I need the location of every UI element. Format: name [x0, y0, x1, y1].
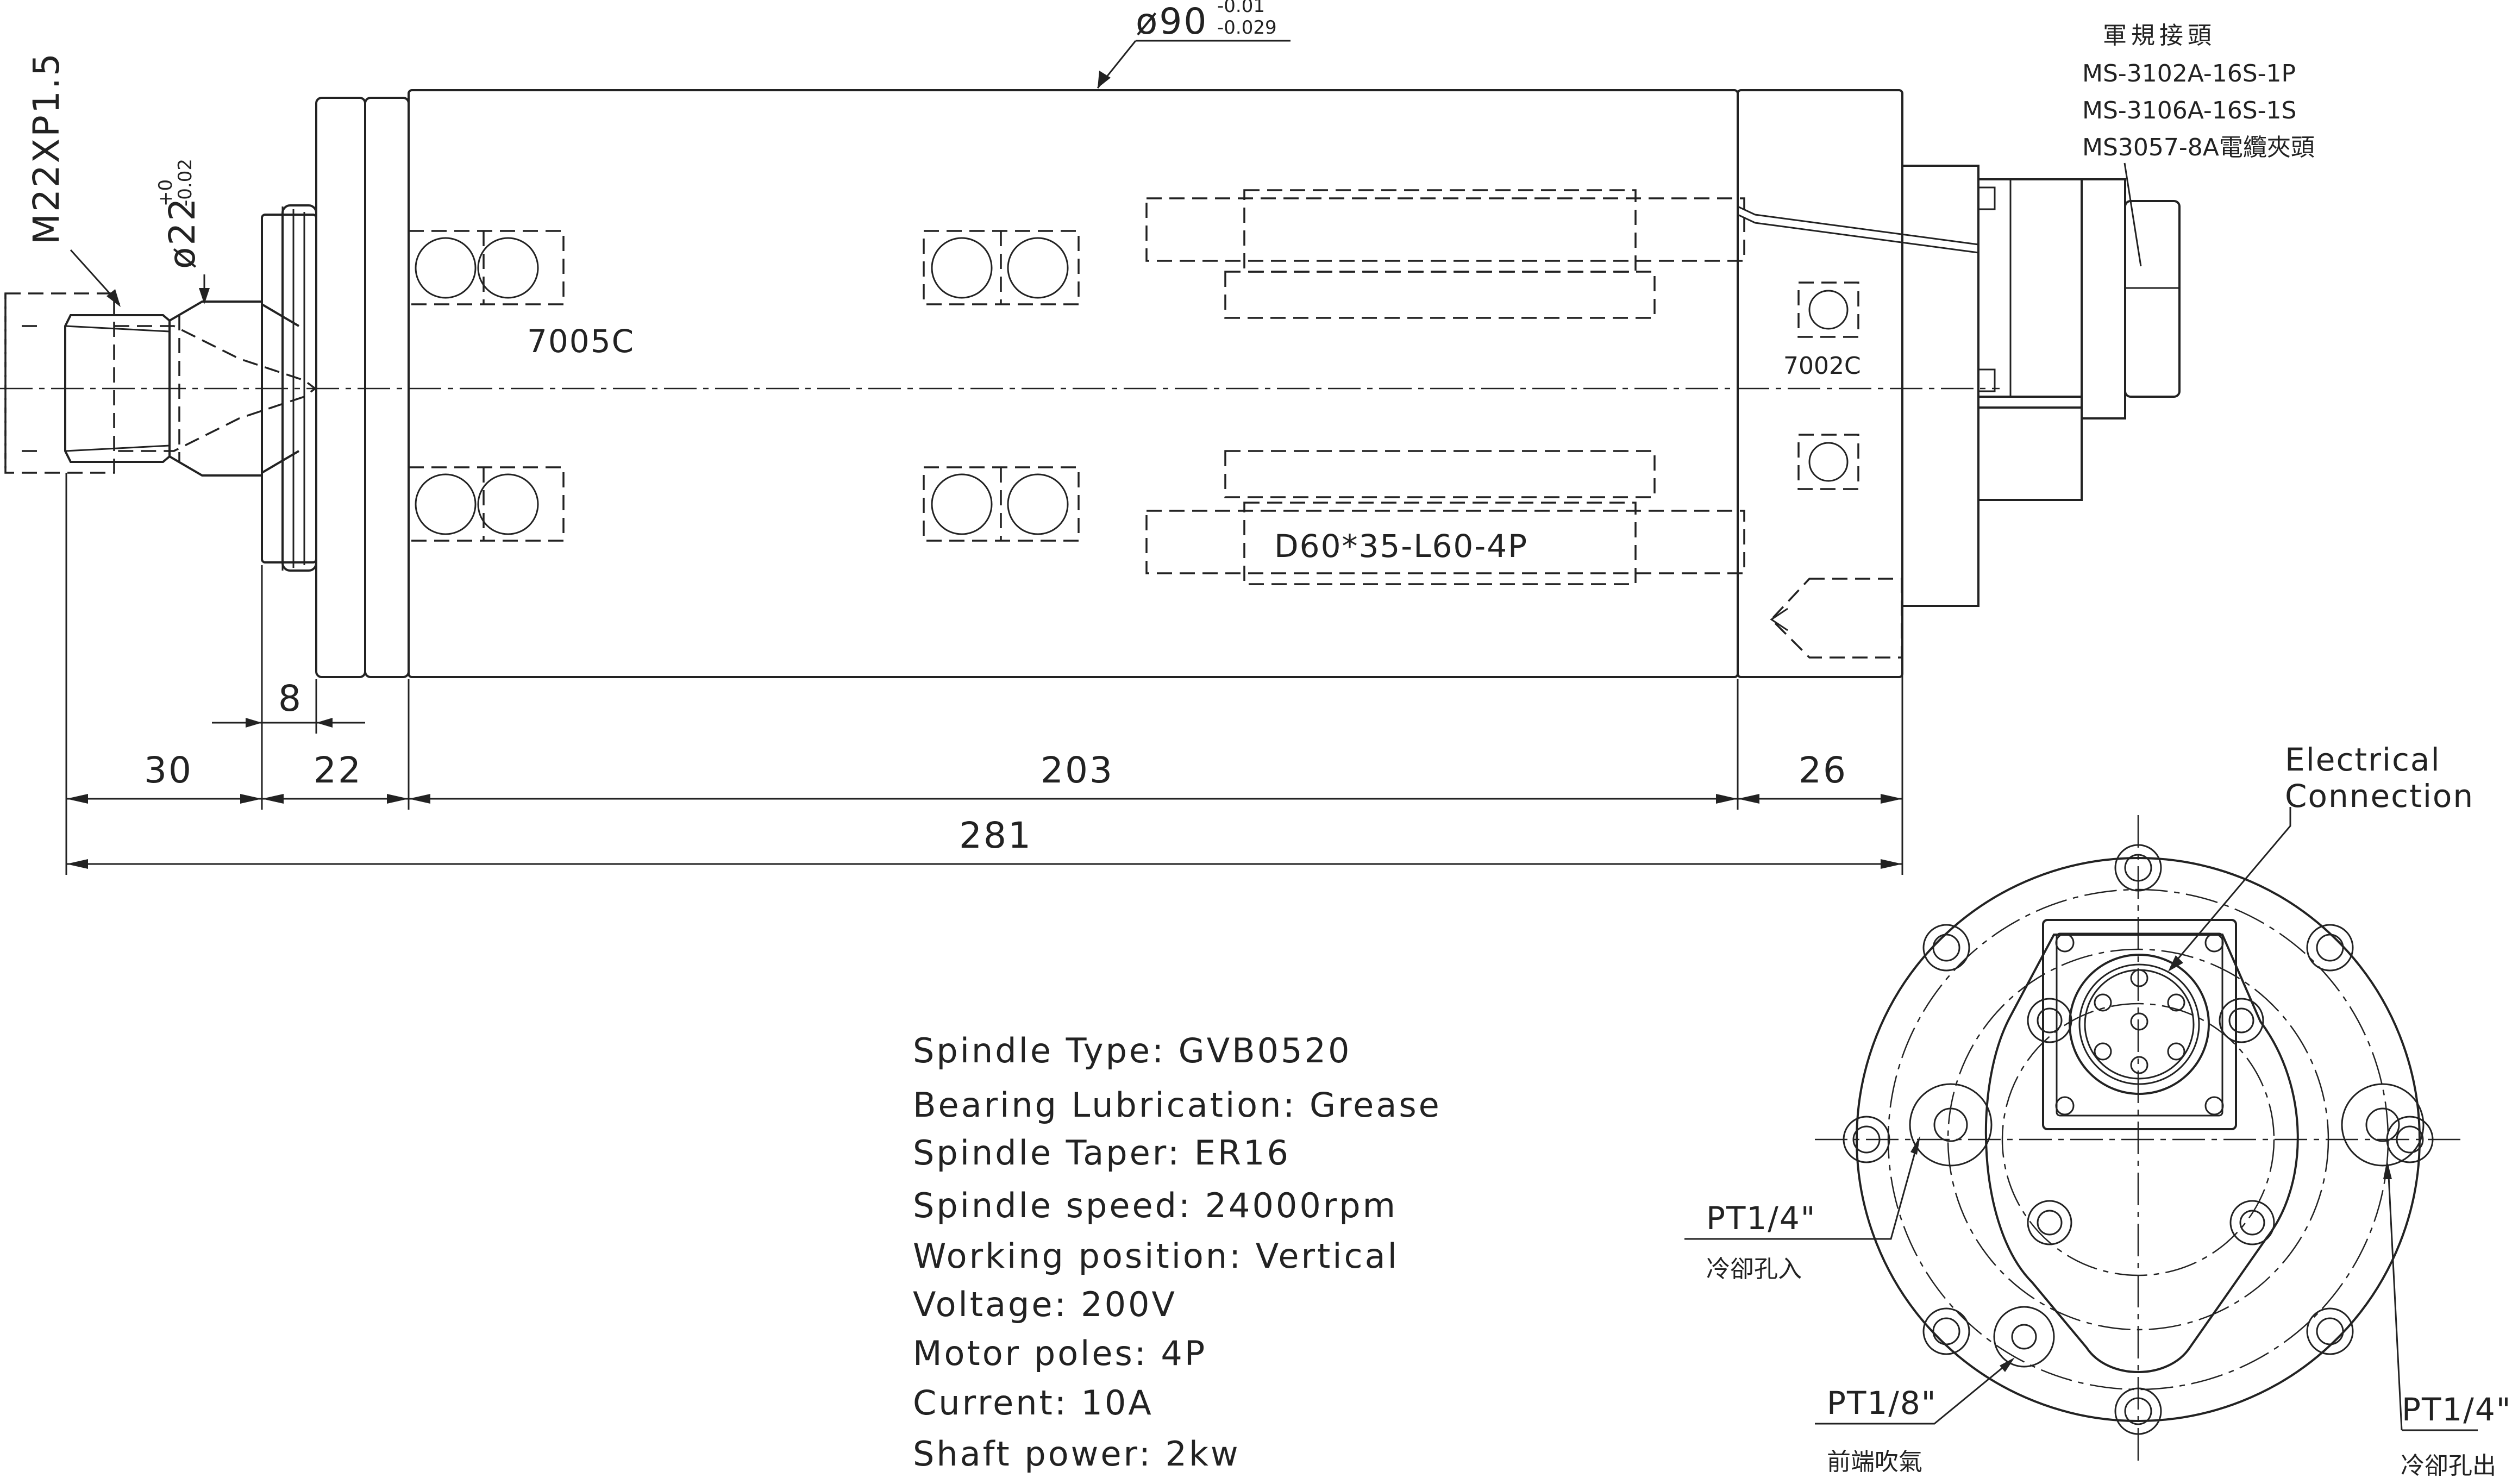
- spec-line: Motor poles: 4P: [913, 1333, 1207, 1373]
- rear-cap: [1737, 89, 1903, 678]
- spec-line: Voltage: 200V: [913, 1285, 1177, 1324]
- dim-total: 281: [959, 815, 1032, 856]
- dim-nose: 30: [144, 749, 193, 791]
- dim-rear: 26: [1799, 749, 1847, 791]
- collet-outline: [4, 292, 115, 474]
- bolt-holes: [1843, 844, 2434, 1435]
- connector-front: [2042, 919, 2237, 1130]
- motor-body: [408, 89, 1739, 678]
- spec-line: Current: 10A: [913, 1383, 1154, 1423]
- air-port-label: 前端吹氣: [1827, 1448, 1922, 1476]
- rear-bearings: [1797, 281, 1859, 490]
- spec-line: Bearing Lubrication: Grease: [913, 1085, 1442, 1125]
- bearing-rear-label: 7002C: [1783, 352, 1861, 380]
- body-tol-upper: -0.01: [1217, 0, 1265, 17]
- thread-label: M22XP1.5: [26, 52, 67, 245]
- air-port: [1993, 1306, 2055, 1368]
- front-bearings: [408, 230, 1080, 542]
- connector-part3: MS3057-8A電纜夾頭: [2082, 134, 2315, 161]
- electrical-label-1: Electrical: [2285, 741, 2441, 778]
- stator-outline: [1145, 189, 1745, 585]
- rear-fitting: [1770, 578, 1903, 659]
- dim-front: 22: [314, 749, 362, 791]
- body-diameter: ø90: [1136, 1, 1208, 42]
- thread-callout: M22XP1.5: [26, 52, 121, 307]
- coolant-in-port: [1909, 1083, 1993, 1167]
- shaft-diameter: ø22: [161, 197, 203, 269]
- bearing-front-label: 7005C: [527, 323, 635, 360]
- connector-side: [1737, 165, 2181, 607]
- connector-part2: MS-3106A-16S-1S: [2082, 97, 2296, 124]
- coolant-in-label: 冷卻孔入: [1706, 1255, 1802, 1283]
- dim-body: 203: [1041, 749, 1114, 791]
- front-ring-2: [364, 97, 410, 678]
- connector-title: 軍規接頭: [2103, 22, 2216, 49]
- spec-line: Spindle speed: 24000rpm: [913, 1186, 1398, 1225]
- coolant-out-label: 冷卻孔出: [2401, 1452, 2496, 1480]
- dim-flange: 8: [278, 678, 303, 719]
- spec-line: Spindle Type: GVB0520: [913, 1031, 1351, 1070]
- shaft-diameter-callout: ø22 +0 -0.02: [155, 159, 210, 304]
- stator-label: D60*35-L60-4P: [1274, 528, 1528, 565]
- dimension-lines: 8 30 22 203 26 281: [65, 473, 1903, 875]
- side-view: [0, 89, 2181, 678]
- coolant-out-size: PT1/4": [2402, 1391, 2511, 1428]
- front-ring-1: [315, 97, 366, 678]
- shaft-tol-upper: +0: [155, 179, 177, 206]
- body-diameter-callout: ø90 -0.01 -0.029: [1097, 0, 1291, 89]
- spec-line: Working position: Vertical: [913, 1236, 1399, 1276]
- electrical-label-2: Connection: [2285, 778, 2474, 815]
- air-port-size: PT1/8": [1827, 1385, 1937, 1422]
- connector-callout: 軍規接頭 MS-3102A-16S-1P MS-3106A-16S-1S MS3…: [2082, 22, 2315, 267]
- body-tol-lower: -0.029: [1217, 17, 1277, 39]
- shaft-tol-lower: -0.02: [174, 159, 196, 206]
- spec-line: Shaft power: 2kw: [913, 1434, 1241, 1474]
- connector-part1: MS-3102A-16S-1P: [2082, 60, 2296, 87]
- coolant-in-size: PT1/4": [1706, 1200, 1816, 1237]
- end-view: [1684, 807, 2478, 1467]
- spec-list: Spindle Type: GVB0520 Bearing Lubricatio…: [913, 1031, 1442, 1474]
- coolant-out-port: [2341, 1083, 2425, 1167]
- spec-line: Spindle Taper: ER16: [913, 1133, 1291, 1173]
